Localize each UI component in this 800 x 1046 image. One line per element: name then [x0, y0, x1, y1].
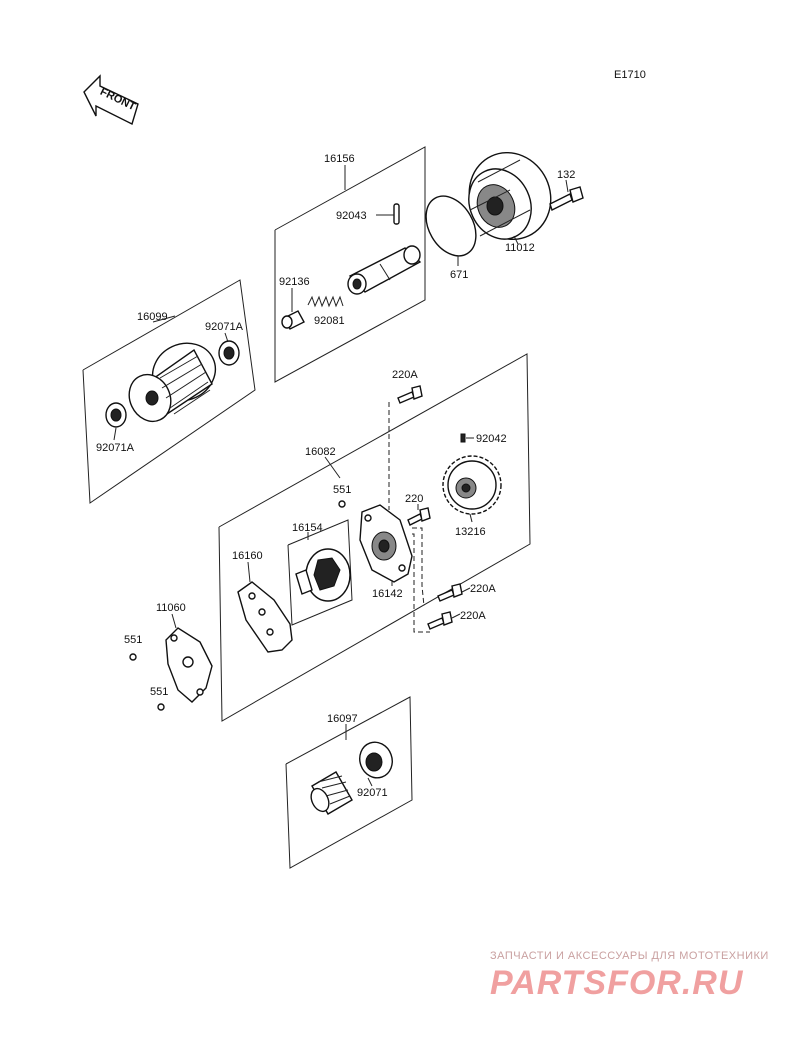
front-arrow-icon: FRONT	[83, 74, 139, 125]
group-16099: 16099 92071A 92071A	[82, 279, 256, 504]
group-16156: 16156 92043 92081 92136	[274, 146, 426, 383]
gasket-11060	[165, 627, 213, 703]
diagram-code: E1710	[614, 69, 646, 81]
seal-92071A-top	[218, 340, 240, 366]
oil-strainer-16097	[310, 771, 353, 815]
label-16154: 16154	[292, 522, 323, 534]
dowel-551-left-top	[129, 653, 137, 661]
label-92071A-top: 92071A	[205, 321, 244, 333]
oil-filter-16099	[128, 342, 217, 423]
label-92071A-bottom: 92071A	[96, 442, 135, 454]
label-671: 671	[450, 269, 468, 281]
label-220: 220	[405, 493, 423, 505]
bolt-132	[549, 186, 584, 211]
label-92042: 92042	[476, 433, 507, 445]
label-16156: 16156	[324, 153, 355, 165]
watermark-logo: PARTSFOR.RU	[490, 964, 744, 1002]
label-92081: 92081	[314, 315, 345, 327]
gear-13216	[442, 455, 502, 515]
bolt-220	[407, 507, 431, 526]
pin-92042	[460, 433, 466, 443]
label-11060: 11060	[156, 602, 186, 614]
seal-92071A-bottom	[105, 402, 127, 428]
label-16097: 16097	[327, 713, 358, 725]
label-11012: 11012	[505, 242, 535, 254]
pump-body-16160	[237, 581, 293, 653]
o-ring-671: 671	[425, 195, 477, 281]
seal-92071	[359, 741, 393, 779]
label-132: 132	[557, 169, 575, 181]
label-551-left-top: 551	[124, 634, 142, 646]
cover-11012	[468, 151, 552, 241]
label-16160: 16160	[232, 550, 263, 562]
dowel-551-mid	[338, 500, 346, 508]
label-13216: 13216	[455, 526, 486, 538]
dowel-551-left-bottom	[157, 703, 165, 711]
label-16082: 16082	[305, 446, 336, 458]
watermark-tagline: ЗАПЧАСТИ И АКСЕССУАРЫ ДЛЯ МОТОТЕХНИКИ	[490, 950, 769, 962]
relief-valve-body	[347, 245, 422, 295]
label-551-mid: 551	[333, 484, 351, 496]
bolt-220A-mid	[437, 583, 463, 602]
label-220A-top: 220A	[392, 369, 418, 381]
label-92071: 92071	[357, 787, 388, 799]
bolt-220A-low	[427, 611, 453, 630]
piston-92136	[281, 310, 305, 330]
group-16097: 16097 92071	[285, 696, 413, 869]
bolt-220A-top	[397, 385, 423, 404]
spring-92081	[307, 295, 344, 308]
watermark: ЗАПЧАСТИ И АКСЕССУАРЫ ДЛЯ МОТОТЕХНИКИ PA…	[470, 950, 790, 1010]
label-220A-mid: 220A	[470, 583, 496, 595]
label-16142: 16142	[372, 588, 403, 600]
label-92136: 92136	[279, 276, 310, 288]
pump-cover-16142	[359, 504, 413, 583]
rotor-set-16154	[295, 548, 351, 602]
label-92043: 92043	[336, 210, 367, 222]
pin-92043	[393, 203, 400, 225]
label-551-left-bottom: 551	[150, 686, 168, 698]
label-16099: 16099	[137, 311, 168, 323]
label-220A-low: 220A	[460, 610, 486, 622]
group-16082: 16082 13216 92042 220A 220 551	[218, 353, 531, 722]
